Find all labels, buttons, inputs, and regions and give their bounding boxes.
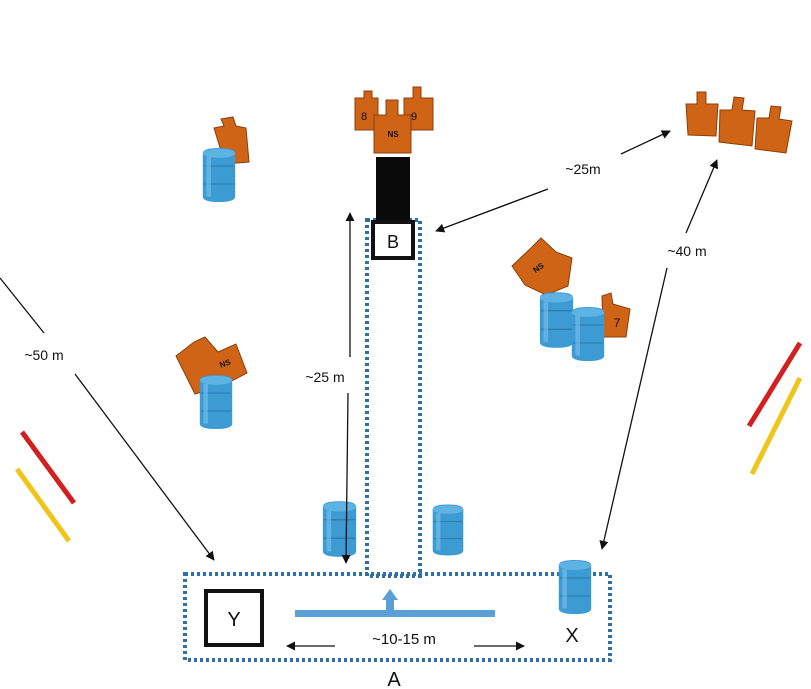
- start-arrow-icon: [295, 589, 495, 617]
- box-label-9: 9: [411, 111, 417, 123]
- black-block: [376, 157, 410, 221]
- top-center-box-cluster: 8 NS 9: [354, 86, 434, 154]
- zone-x-label: X: [565, 625, 578, 647]
- barrel-icon: [539, 291, 574, 349]
- arrow-25m-diag-right: [620, 130, 671, 155]
- barrel-icon: [199, 374, 233, 430]
- box-label-ns-top: NS: [387, 130, 399, 139]
- right-middle-cluster: NS 7: [511, 237, 631, 362]
- zone-x: X: [558, 559, 592, 647]
- top-right-box-cluster: [685, 91, 793, 154]
- corridor-border: [365, 218, 422, 578]
- zone-y-label: Y: [227, 609, 240, 631]
- arrow-25m-diag-left: [435, 188, 549, 233]
- stripe-yellow-left: [14, 467, 72, 543]
- box-label-8: 8: [361, 111, 367, 123]
- zone-a-border: [183, 572, 612, 662]
- zone-b-box: [371, 220, 415, 260]
- zone-a: A: [183, 572, 612, 689]
- zone-a-label: A: [387, 669, 401, 689]
- arrow-40m-lower: [599, 267, 668, 550]
- label-10-15m: ~10-15 m: [372, 631, 436, 648]
- barrel-icon: [558, 559, 592, 615]
- right-stripe-markers: [746, 341, 803, 476]
- box-label-7: 7: [614, 316, 621, 330]
- stripe-red-left: [19, 430, 77, 505]
- stripe-red-right: [746, 341, 803, 428]
- zone-b: B: [371, 157, 415, 260]
- label-40m: ~40 m: [667, 243, 706, 259]
- arrow-40m-upper: [685, 159, 718, 234]
- label-25m-diagonal: ~25m: [565, 161, 600, 177]
- barrel-icon: [202, 147, 236, 203]
- top-left-cluster: [202, 116, 250, 203]
- box-label-ns-left: NS: [218, 357, 232, 369]
- middle-left-cluster: NS: [175, 336, 248, 430]
- zone-b-label: B: [387, 232, 399, 252]
- left-stripe-markers: [14, 430, 77, 543]
- arrow-25m-vertical-lower: [341, 392, 351, 564]
- zone-y: Y: [204, 589, 264, 647]
- arrow-50m-lower: [74, 373, 215, 561]
- label-25m-vertical: ~25 m: [305, 369, 344, 385]
- distance-labels: ~50 m ~25 m ~25m ~40 m ~10-15 m: [24, 161, 706, 648]
- barrel-icon: [431, 503, 465, 557]
- stripe-yellow-right: [749, 376, 803, 476]
- label-50m: ~50 m: [24, 347, 63, 363]
- zone-y-box: [204, 589, 264, 647]
- arrow-50m-upper: [0, 277, 45, 334]
- corridor: [365, 218, 422, 578]
- distance-arrows: [0, 130, 718, 651]
- barrel-icon: [571, 306, 605, 362]
- barrel-icon: [322, 500, 357, 558]
